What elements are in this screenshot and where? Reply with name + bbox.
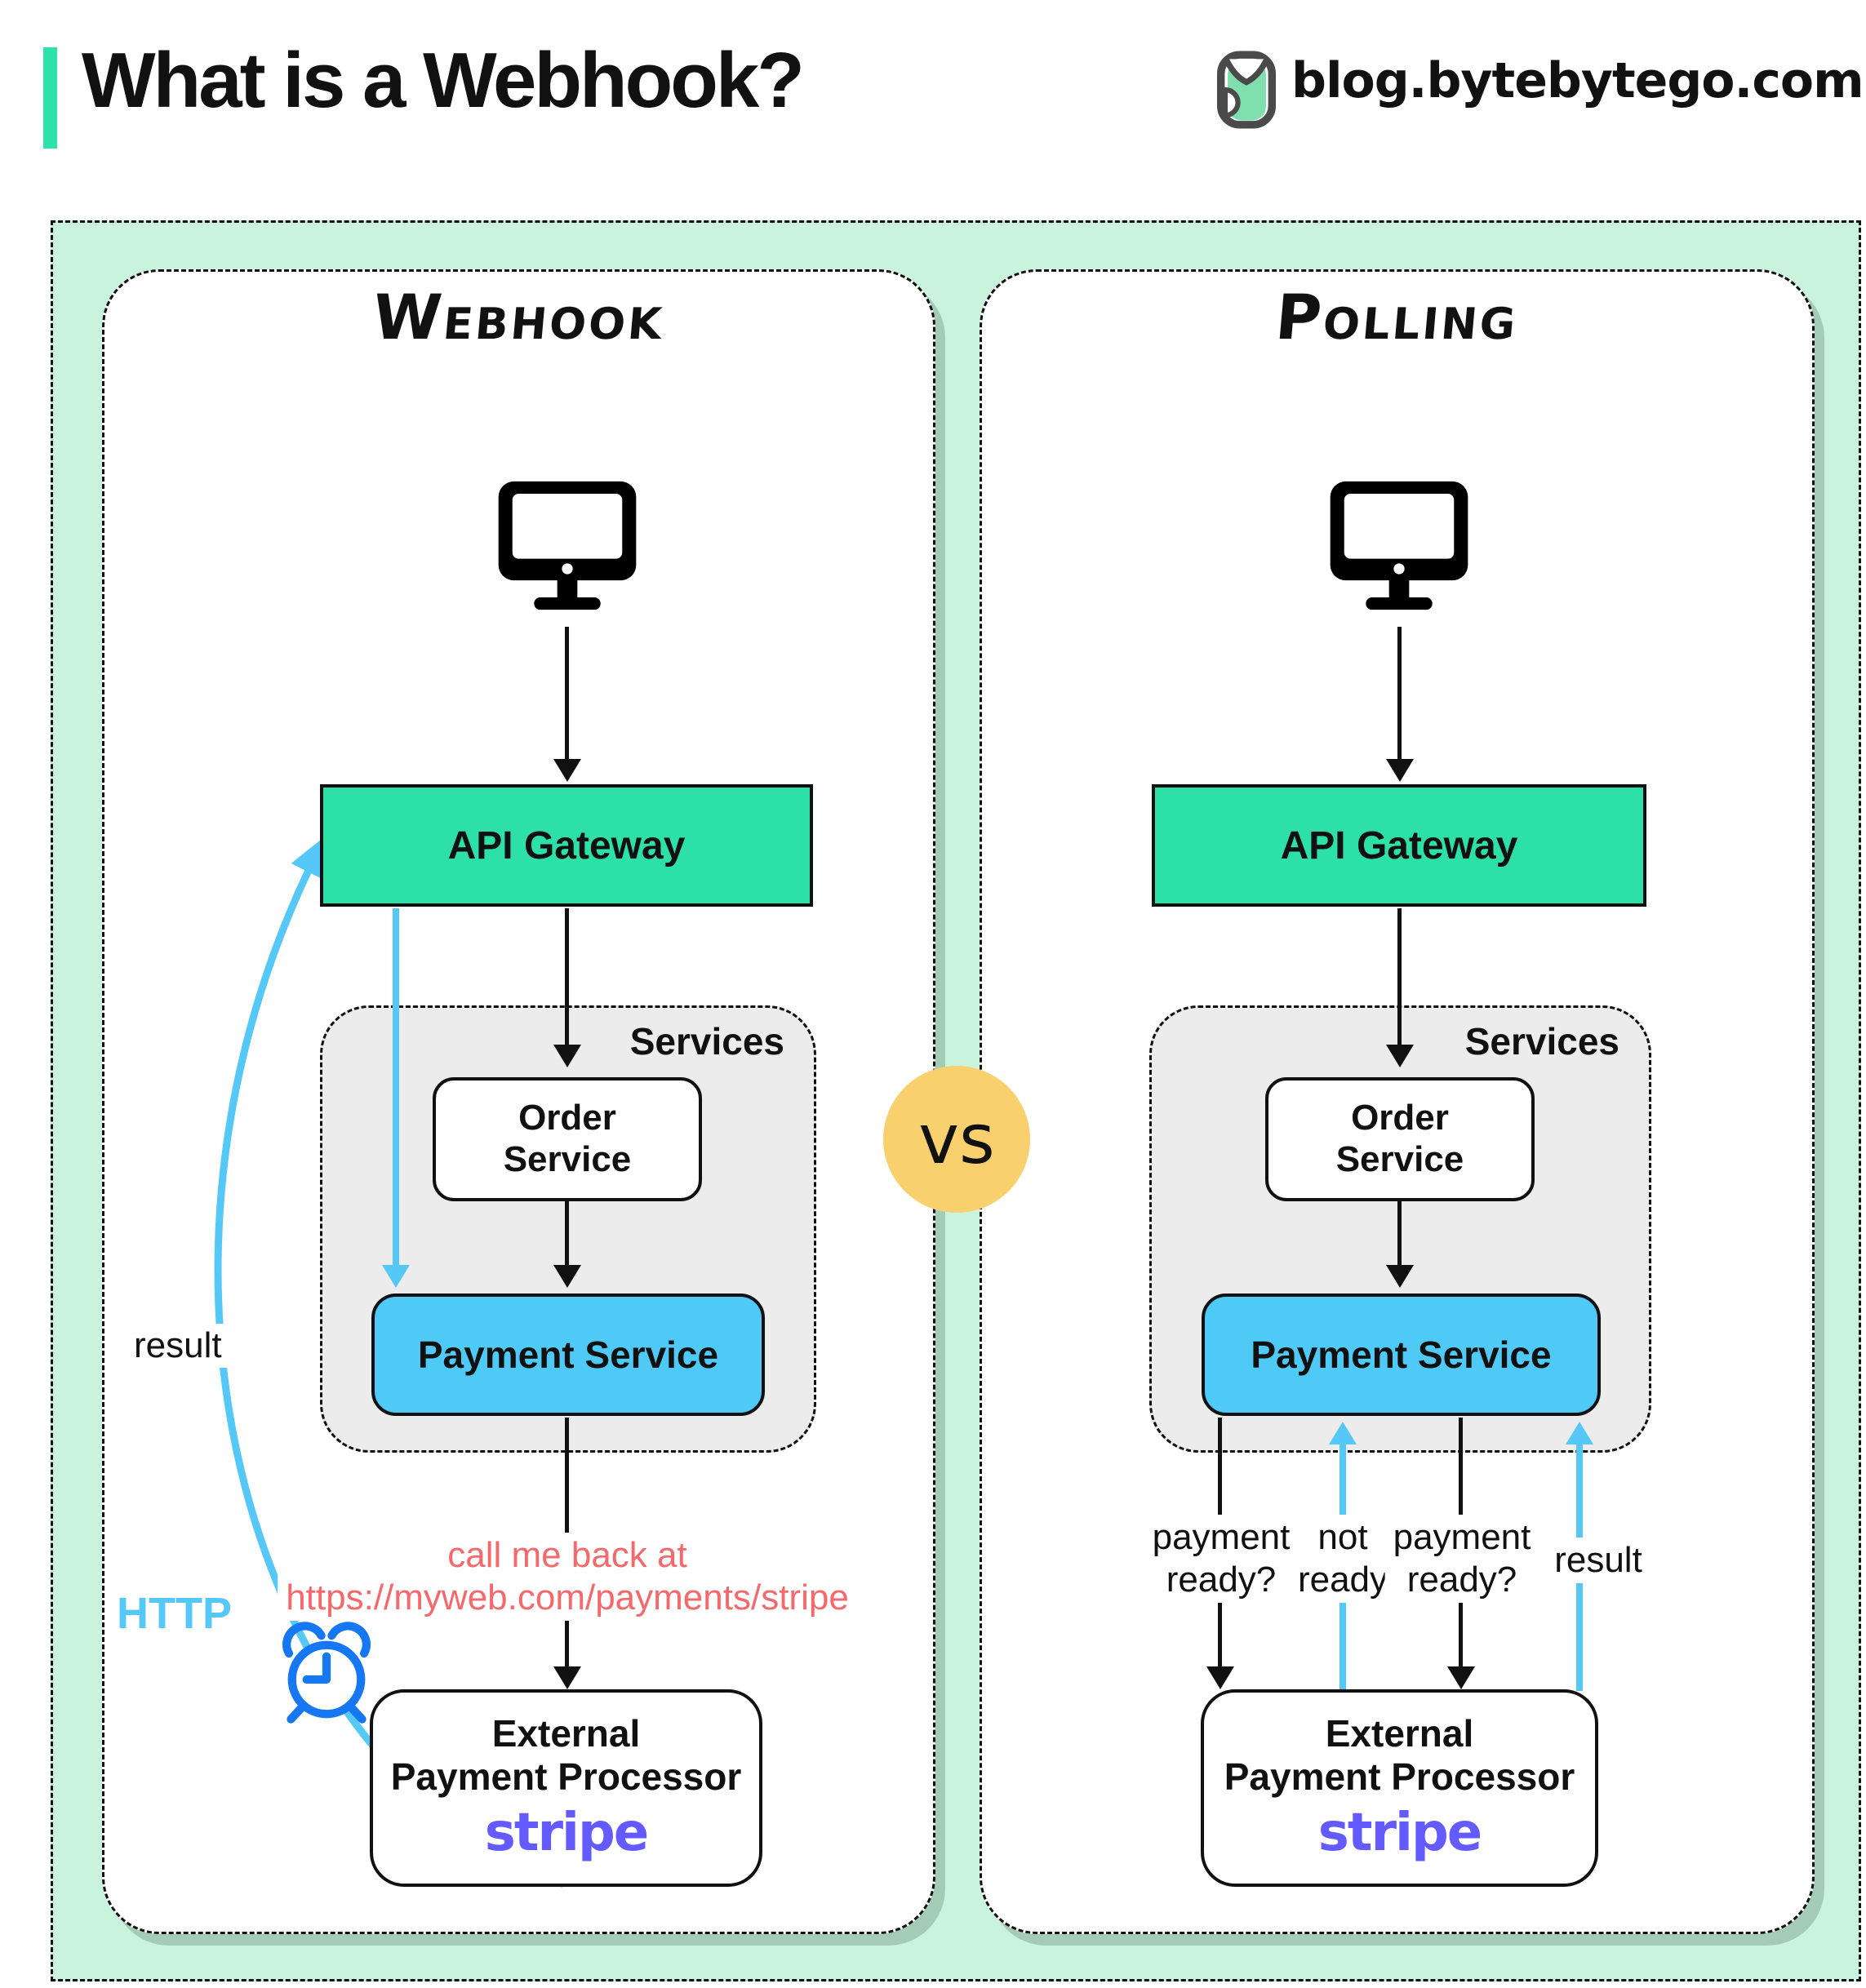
order-service-label-line2: Service <box>503 1139 632 1179</box>
payment-service-box: Payment Service <box>1202 1294 1601 1416</box>
poll-label-line1: not <box>1317 1517 1368 1557</box>
arrow-client-to-gateway <box>553 627 581 782</box>
webhook-panel-title: Webhook <box>370 281 668 353</box>
external-payment-processor-box: External Payment Processor stripe <box>370 1689 762 1887</box>
order-service-box: Order Service <box>1265 1077 1535 1201</box>
api-gateway-label: API Gateway <box>447 823 686 868</box>
external-processor-line1: External <box>1325 1712 1474 1755</box>
result-arrow-label: result <box>122 1324 233 1368</box>
poll-label-line2: ready? <box>1406 1560 1517 1600</box>
arrow-order-to-payment <box>553 1201 581 1288</box>
alarm-clock-icon <box>282 1622 371 1724</box>
poll-label-payment-ready-2: payment ready? <box>1384 1515 1539 1603</box>
order-service-label-line1: Order <box>518 1098 616 1138</box>
external-payment-processor-box: External Payment Processor stripe <box>1201 1689 1598 1887</box>
order-service-box: Order Service <box>433 1077 702 1201</box>
poll-label-payment-ready-1: payment ready? <box>1144 1515 1299 1603</box>
api-gateway-box: API Gateway <box>320 784 813 907</box>
stripe-logo: stripe <box>484 1803 649 1864</box>
arrow-gateway-to-payment-webhook-registration <box>382 908 410 1288</box>
stripe-logo: stripe <box>1317 1803 1482 1864</box>
callback-note-line1: call me back at <box>447 1535 687 1575</box>
poll-label-result: result <box>1546 1538 1651 1583</box>
payment-service-label: Payment Service <box>1251 1333 1552 1376</box>
payment-service-box: Payment Service <box>371 1294 765 1416</box>
external-processor-line1: External <box>491 1712 641 1755</box>
callback-note-line2: https://myweb.com/payments/stripe <box>286 1578 849 1617</box>
arrow-gateway-to-order <box>1385 908 1414 1067</box>
client-monitor-icon <box>498 481 637 610</box>
services-group-label: Services <box>629 1020 784 1063</box>
arrow-client-to-gateway <box>1385 627 1414 782</box>
poll-label-line1: payment <box>1152 1517 1291 1557</box>
title-accent-bar <box>43 47 57 149</box>
poll-label-line2: ready <box>1297 1560 1388 1600</box>
callback-note: call me back at https://myweb.com/paymen… <box>278 1533 857 1621</box>
http-arrow-label: HTTP <box>117 1589 232 1638</box>
poll-label-not-ready: not ready <box>1289 1515 1397 1603</box>
api-gateway-box: API Gateway <box>1152 784 1646 907</box>
order-service-label-line1: Order <box>1351 1098 1449 1138</box>
arrow-gateway-to-order <box>553 908 581 1067</box>
brand-url: blog.bytebytego.com <box>1291 52 1864 109</box>
client-monitor-icon <box>1330 481 1468 610</box>
poll-label-line1: result <box>1554 1540 1642 1580</box>
polling-panel-title: Polling <box>1273 281 1522 353</box>
poll-label-line1: payment <box>1393 1517 1531 1557</box>
services-group-label: Services <box>1464 1020 1619 1063</box>
bytebytego-logo-icon <box>1217 51 1276 129</box>
external-processor-line2: Payment Processor <box>390 1755 742 1799</box>
arrow-order-to-payment <box>1385 1201 1414 1288</box>
vs-badge: vs <box>883 1066 1030 1213</box>
poll-label-line2: ready? <box>1166 1560 1277 1600</box>
order-service-label-line2: Service <box>1335 1139 1464 1179</box>
payment-service-label: Payment Service <box>417 1333 719 1376</box>
page-title: What is a Webhook? <box>82 37 805 124</box>
api-gateway-label: API Gateway <box>1280 823 1518 868</box>
external-processor-line2: Payment Processor <box>1224 1755 1575 1799</box>
